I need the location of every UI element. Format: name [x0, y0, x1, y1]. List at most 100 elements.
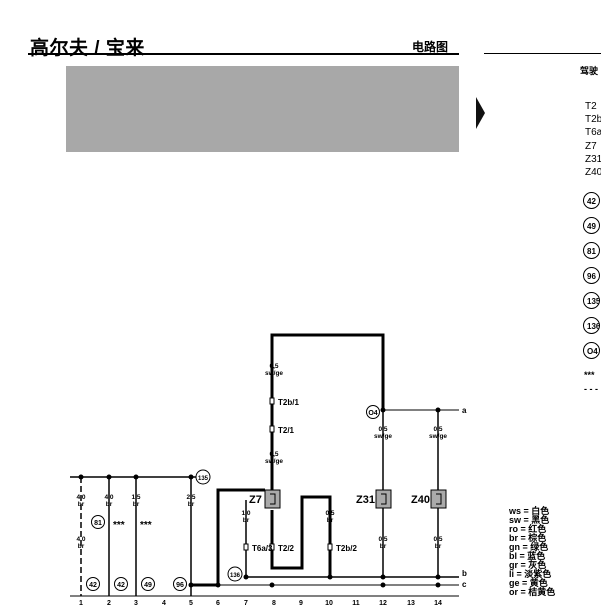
- svg-text:1: 1: [79, 600, 83, 607]
- document-type-label: 电路图: [412, 40, 449, 54]
- svg-text:4: 4: [162, 600, 166, 607]
- svg-text:br: br: [435, 543, 442, 550]
- component-label: Z7: [249, 494, 262, 506]
- color-key-entry: ws = 白色: [509, 506, 550, 516]
- ground-point-136: 136: [227, 566, 243, 582]
- svg-text:11: 11: [352, 600, 360, 607]
- svg-text:br: br: [188, 501, 195, 508]
- legend-code: T2b: [585, 114, 601, 125]
- svg-text:***: ***: [140, 520, 152, 531]
- ground-point-81: 81: [91, 515, 105, 529]
- svg-text:a: a: [462, 406, 467, 415]
- color-key-entry: br = 棕色: [509, 533, 547, 543]
- svg-text:br: br: [78, 543, 85, 550]
- connector-label: T2b/2: [336, 544, 357, 553]
- grey-block: [66, 66, 459, 152]
- connector-label: T6a/3: [252, 544, 273, 553]
- svg-text:1,5: 1,5: [131, 494, 140, 501]
- svg-text:7: 7: [244, 600, 248, 607]
- legend-ground-point: 135: [583, 292, 600, 309]
- svg-text:42: 42: [89, 582, 97, 589]
- svg-text:0,5: 0,5: [269, 363, 278, 370]
- legend-ground-point: 96: [583, 267, 600, 284]
- legend-stars: ***: [584, 370, 595, 380]
- page-turn-arrow-icon[interactable]: [476, 97, 485, 129]
- color-key-entry: li = 淡紫色: [509, 569, 552, 579]
- legend-ground-point: 49: [583, 217, 600, 234]
- svg-text:c: c: [462, 580, 467, 589]
- svg-text:sw/ge: sw/ge: [374, 433, 392, 440]
- svg-text:0,5: 0,5: [378, 426, 387, 433]
- svg-text:sw/ge: sw/ge: [265, 458, 283, 465]
- ground-point-135: 135: [195, 469, 211, 485]
- svg-text:br: br: [380, 543, 387, 550]
- legend-ground-point: 136: [583, 317, 600, 334]
- svg-text:4,0: 4,0: [76, 536, 85, 543]
- svg-text:sw/ge: sw/ge: [429, 433, 447, 440]
- component-label: Z31: [356, 494, 375, 506]
- svg-text:14: 14: [434, 600, 442, 607]
- ground-point-o4: O4: [366, 405, 380, 419]
- svg-text:6: 6: [216, 600, 220, 607]
- color-key-entry: gr = 灰色: [509, 560, 547, 570]
- component-label: Z40: [411, 494, 430, 506]
- wire-labels: 0,5 sw/ge 0,5 sw/ge 0,5 sw/ge 0,5 sw/ge …: [76, 363, 447, 550]
- svg-text:13: 13: [407, 600, 415, 607]
- svg-text:0,5: 0,5: [378, 536, 387, 543]
- svg-text:***: ***: [113, 520, 125, 531]
- component-z31: Z31: [356, 489, 392, 509]
- ground-point-42b: 42: [114, 577, 128, 591]
- connector-label: T2/1: [278, 426, 295, 435]
- svg-text:81: 81: [94, 520, 102, 527]
- svg-text:1,0: 1,0: [241, 510, 250, 517]
- bus-labels: a b c: [462, 406, 467, 589]
- right-page-title: 驾驶: [580, 66, 599, 76]
- component-z7: Z7: [249, 489, 281, 509]
- svg-text:O4: O4: [368, 410, 377, 417]
- svg-text:sw/ge: sw/ge: [265, 370, 283, 377]
- color-key-entry: sw = 黑色: [509, 515, 550, 525]
- legend-ground-point: 42: [583, 192, 600, 209]
- svg-text:br: br: [106, 501, 113, 508]
- color-key-entry: ge = 黄色: [509, 578, 548, 588]
- connector-label: T2/2: [278, 544, 295, 553]
- svg-text:4,0: 4,0: [76, 494, 85, 501]
- svg-text:br: br: [133, 501, 140, 508]
- connector-markers: [243, 397, 333, 551]
- svg-text:b: b: [462, 569, 467, 578]
- legend-ground-point: 81: [583, 242, 600, 259]
- legend-dashes: - - -: [584, 384, 598, 394]
- svg-text:12: 12: [379, 600, 387, 607]
- svg-text:49: 49: [144, 582, 152, 589]
- legend-code: T6a: [585, 127, 601, 138]
- connector-labels: T2b/1 T2/1 T6a/3 T2/2 T2b/2: [252, 398, 357, 553]
- svg-text:0,5: 0,5: [325, 510, 334, 517]
- component-z40: Z40: [411, 489, 447, 509]
- legend-code: Z31: [585, 154, 601, 165]
- svg-text:0,5: 0,5: [433, 426, 442, 433]
- header-rule-right: [484, 53, 601, 54]
- svg-text:136: 136: [230, 573, 241, 579]
- svg-text:2,5: 2,5: [186, 494, 195, 501]
- svg-text:96: 96: [176, 582, 184, 589]
- legend-code: Z40: [585, 167, 601, 178]
- svg-text:0,5: 0,5: [269, 451, 278, 458]
- legend-code: T2: [585, 101, 597, 112]
- column-numbers: 1 2 3 4 5 6 7 8 9 10 11 12 13 14: [79, 600, 442, 607]
- svg-text:135: 135: [198, 476, 209, 482]
- connector-label: T2b/1: [278, 398, 299, 407]
- legend-ground-point: O4: [583, 342, 600, 359]
- svg-text:10: 10: [325, 600, 333, 607]
- ground-points: 42 42 49 96 136 81 135 O4: [86, 405, 380, 591]
- svg-text:0,5: 0,5: [433, 536, 442, 543]
- ground-point-42a: 42: [86, 577, 100, 591]
- svg-text:br: br: [243, 517, 250, 524]
- svg-text:9: 9: [299, 600, 303, 607]
- wire-lines: [70, 333, 459, 597]
- svg-text:br: br: [78, 501, 85, 508]
- svg-text:42: 42: [117, 582, 125, 589]
- color-key-entry: bl = 蓝色: [509, 551, 546, 561]
- star-markers: *** ***: [113, 520, 152, 531]
- ground-point-49: 49: [141, 577, 155, 591]
